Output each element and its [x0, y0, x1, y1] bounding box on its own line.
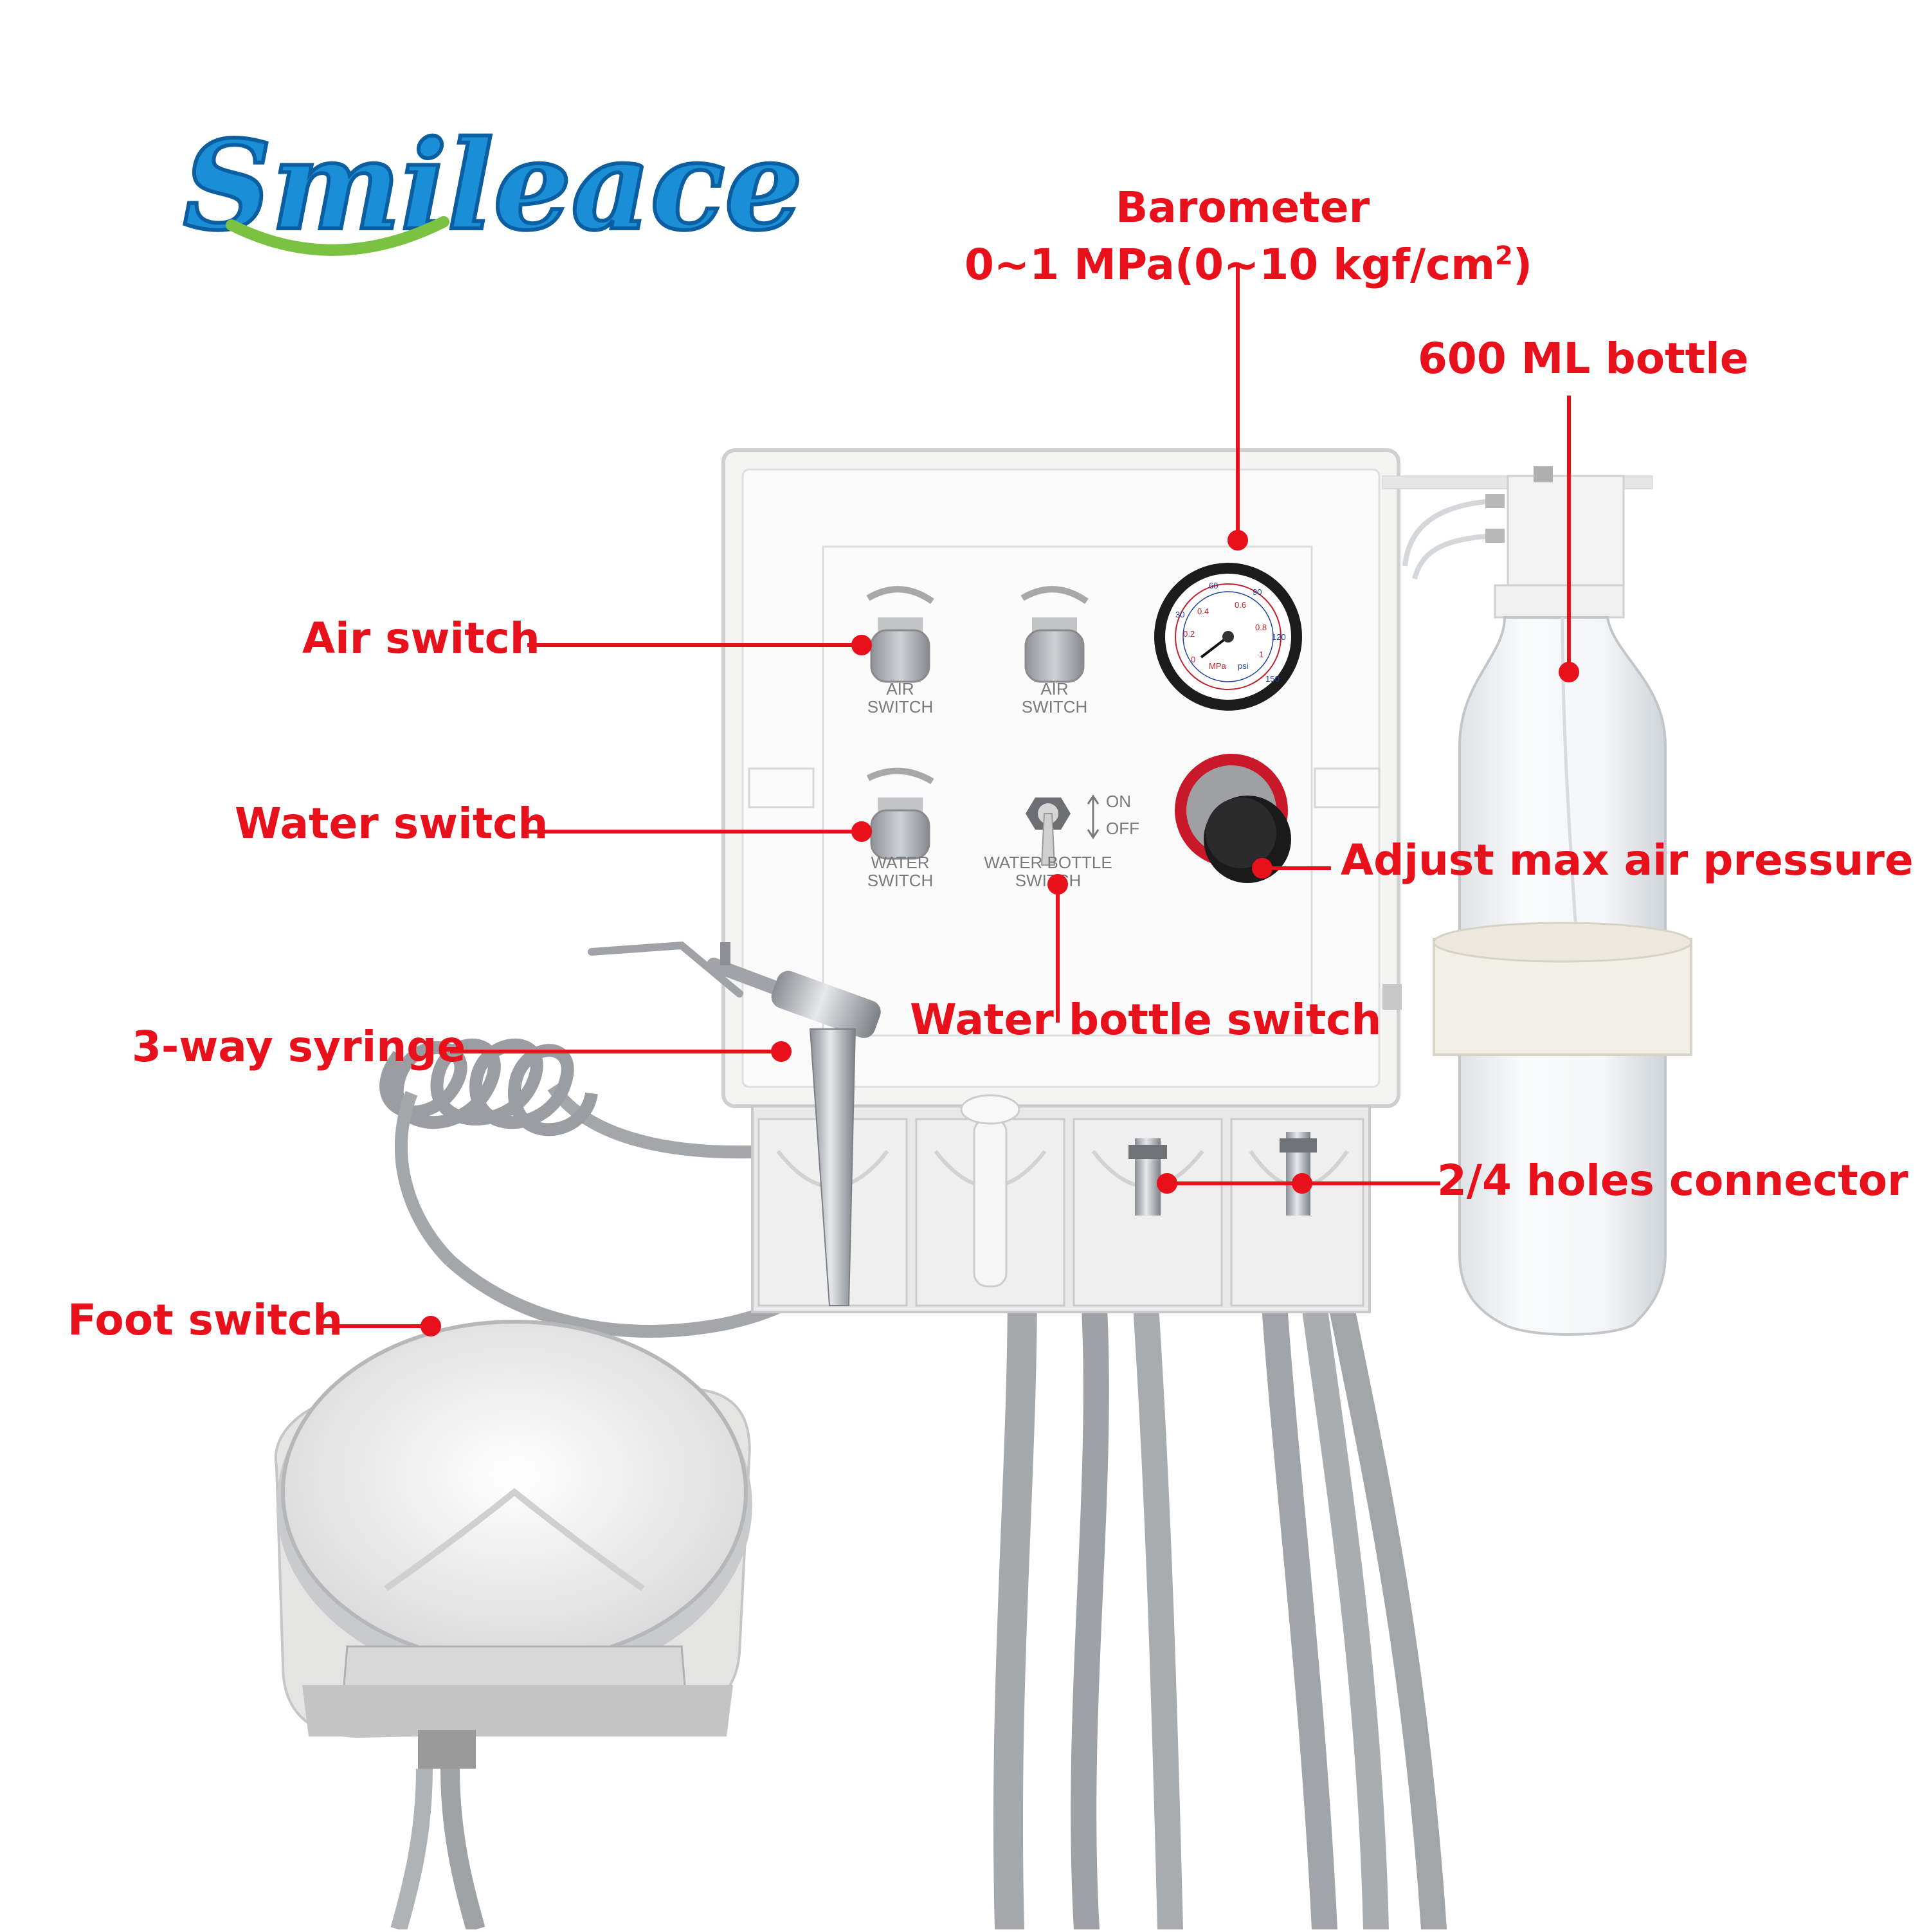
handpiece-holders [751, 1094, 1371, 1313]
air-switch-2-print: AIR [1040, 679, 1068, 698]
gauge-psi-4: 150 [1265, 674, 1280, 684]
air-switch-1-print: AIR [886, 679, 914, 698]
smileace-logo: Smileace Smileace [170, 101, 815, 270]
callout-connector: 2/4 holes connector [1437, 1156, 1908, 1205]
water-switch-print: WATER [871, 853, 930, 872]
air-switch-knob-2[interactable]: AIR SWITCH [1020, 586, 1089, 716]
gauge-psi-2: 90 [1253, 587, 1262, 597]
gauge-mpa-4: 0.8 [1255, 623, 1267, 632]
callout-lines [318, 264, 1579, 1336]
air-switch-1-print-2: SWITCH [867, 697, 934, 716]
air-switch-knob-1[interactable]: AIR SWITCH [866, 586, 934, 716]
gauge-mpa-1: 0.2 [1183, 629, 1195, 639]
logo-smile-icon [226, 216, 449, 256]
barometer-range-text: 0~1 MPa(0~10 kgf/cm [964, 240, 1495, 289]
water-switch-print-2: SWITCH [867, 871, 934, 890]
callout-bottle: 600 ML bottle [1418, 334, 1749, 383]
callout-barometer-range: 0~1 MPa(0~10 kgf/cm2) [964, 243, 1532, 286]
water-bottle [1433, 466, 1692, 1336]
callout-water-switch: Water switch [235, 799, 548, 848]
three-way-syringe[interactable] [588, 941, 884, 1306]
pressure-gauge-icon: 0 0.2 0.4 0.6 0.8 1 30 60 90 120 150 MPa… [1154, 563, 1302, 711]
gauge-mpa-0: 0 [1191, 655, 1195, 664]
callout-water-bottle-switch: Water bottle switch [910, 995, 1382, 1044]
logo-outline: Smileace [183, 114, 802, 257]
toggle-on-label: ON [1106, 792, 1131, 811]
logo-wordmark: Smileace [183, 114, 802, 257]
barometer-range-superscript: 2 [1495, 241, 1513, 271]
water-switch-knob[interactable]: WATER SWITCH [866, 767, 934, 890]
callout-air-switch: Air switch [302, 614, 540, 663]
toggle-switch-icon [1040, 813, 1056, 866]
gauge-mpa-5: 1 [1259, 650, 1263, 659]
handpiece-hoses [993, 1271, 1447, 1932]
bottle-switch-print: WATER BOTTLE [984, 853, 1112, 872]
gauge-psi-1: 60 [1209, 581, 1218, 590]
air-switch-2-print-2: SWITCH [1022, 697, 1088, 716]
callout-foot-switch: Foot switch [68, 1295, 343, 1345]
barometer-range-close: ) [1512, 240, 1533, 289]
gauge-psi-3: 120 [1272, 632, 1286, 642]
callout-adjust-pressure: Adjust max air pressure [1341, 835, 1914, 885]
gauge-mpa-3: 0.6 [1235, 600, 1246, 610]
callout-barometer-title: Barometer [1116, 183, 1370, 232]
gauge-unit-mpa: MPa [1209, 661, 1227, 671]
callout-syringe: 3-way syringe [132, 1022, 466, 1071]
toggle-off-label: OFF [1106, 819, 1139, 838]
gauge-unit-psi: psi [1238, 661, 1249, 671]
foot-switch [274, 1320, 752, 1932]
gauge-psi-0: 30 [1175, 610, 1184, 619]
gauge-mpa-2: 0.4 [1197, 606, 1209, 616]
